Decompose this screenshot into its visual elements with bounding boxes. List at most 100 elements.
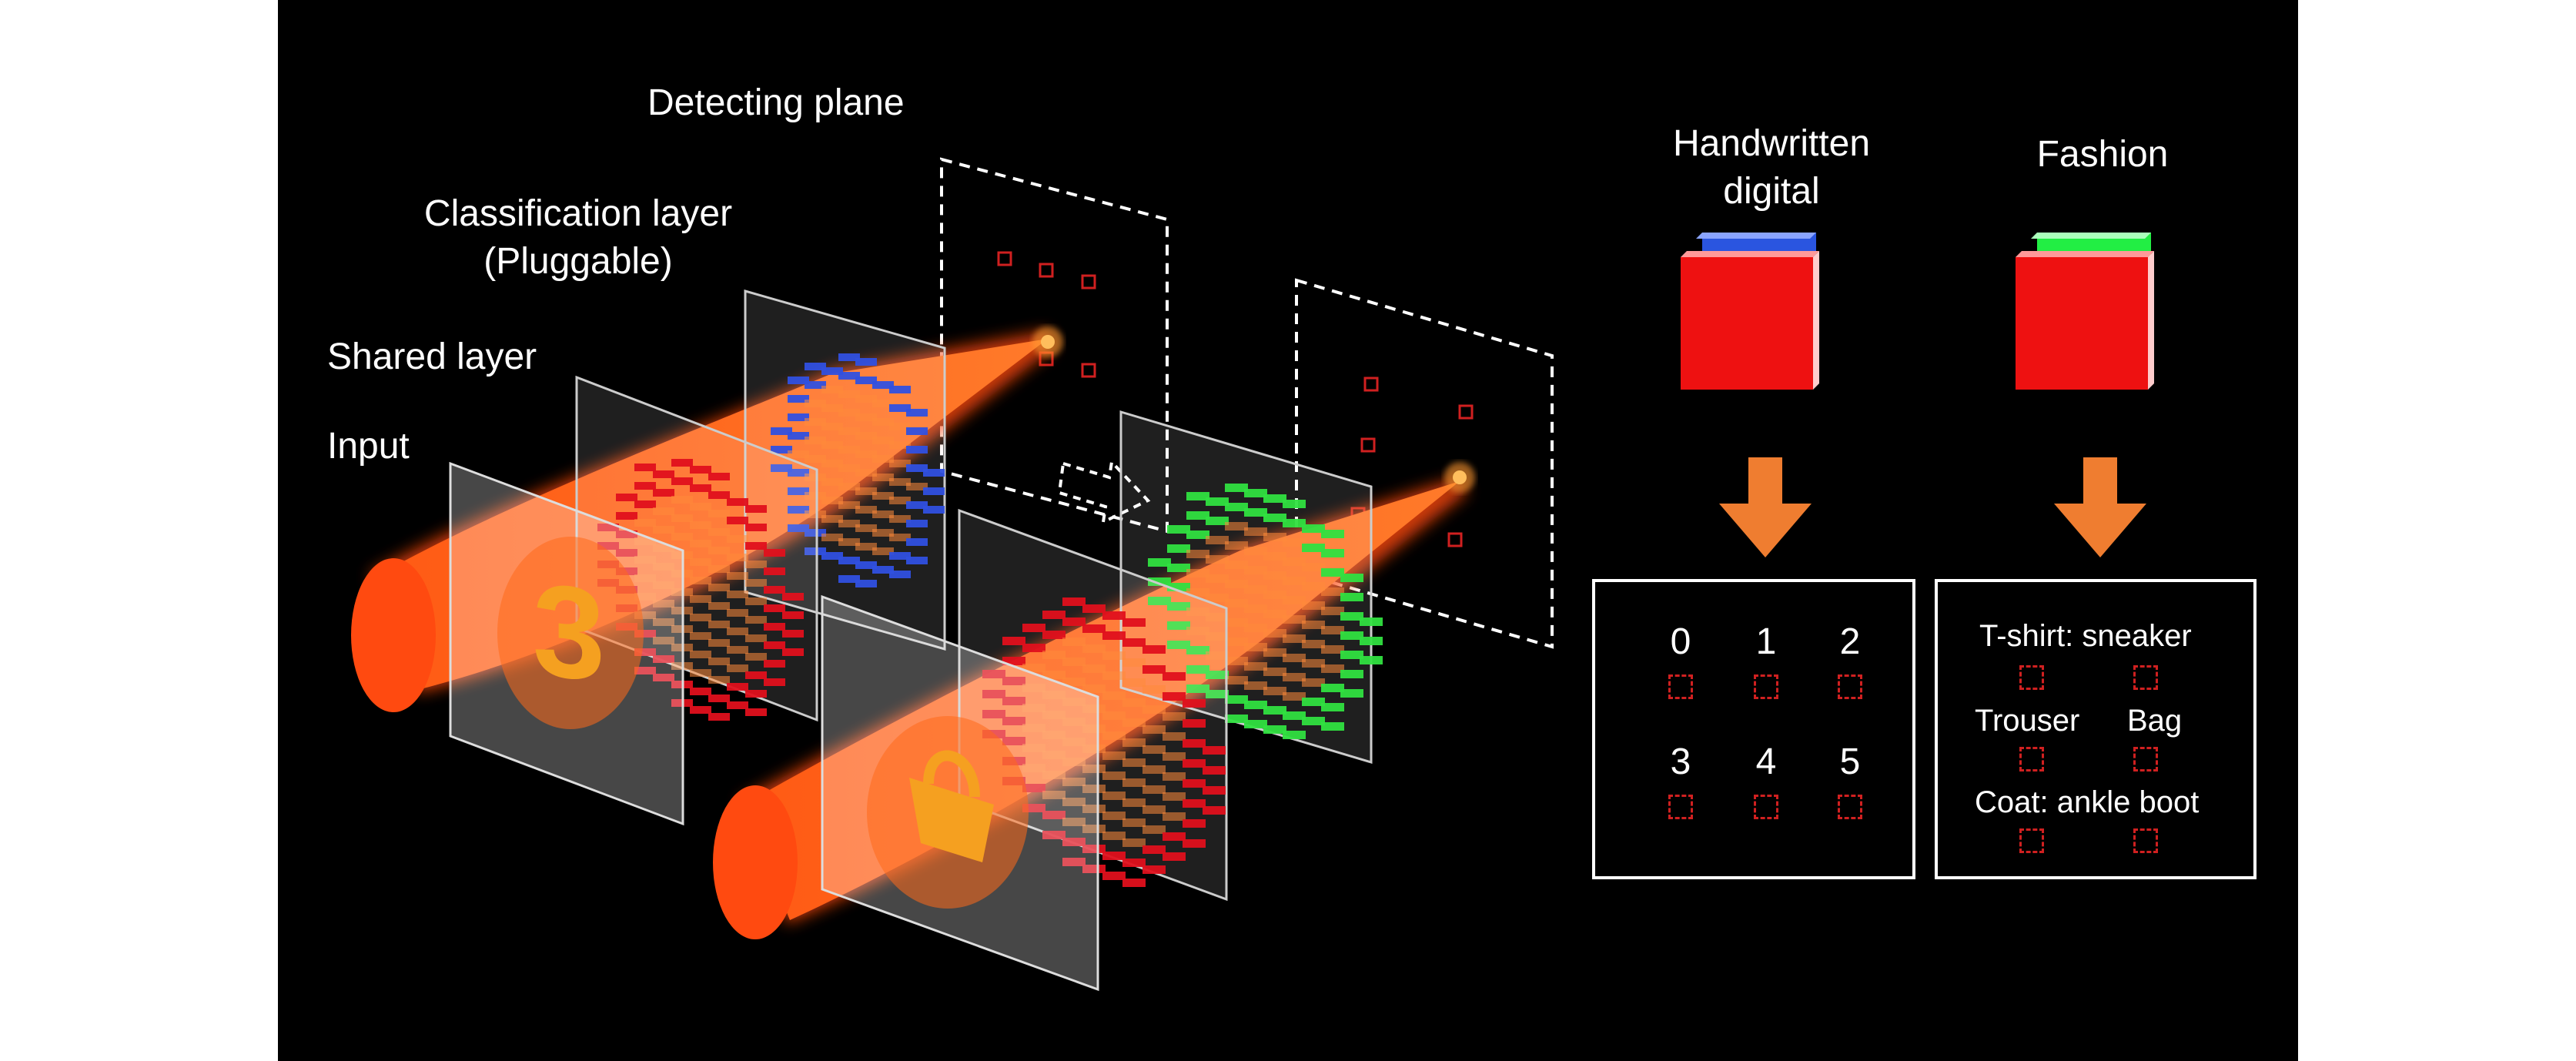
handwritten-class-4: 4 [1755,741,1777,782]
diffractive-pixel [1148,558,1171,567]
diffractive-pixel [906,520,928,527]
label-shared-layer: Shared layer [327,336,537,377]
diffractive-pixel [889,497,911,504]
diffractive-pixel [653,526,674,534]
diffractive-pixel [906,501,928,509]
bag-icon [909,750,994,862]
diffractive-pixel [1042,771,1066,779]
diffractive-pixel [1042,731,1066,739]
diffractive-pixel [671,459,693,467]
diffractive-pixel [1321,568,1344,577]
diffractive-pixel [1302,621,1325,629]
diffractive-pixel [690,669,711,677]
diffractive-pixel [634,648,656,656]
diffractive-pixel [1142,805,1166,814]
diffractive-pixel [982,710,1005,718]
diffractive-pixel [727,517,748,524]
diffractive-pixel [1206,613,1229,621]
diffractive-pixel [745,634,767,642]
detecting-plane-bottom [1295,278,1554,649]
diffractive-pixel [982,690,1005,698]
diffractive-pixel [889,552,911,560]
diffractive-pixel [745,653,767,661]
diffractive-pixel [906,446,928,454]
diffractive-pixel [1360,656,1383,664]
fashion-class-bag: Bag [2127,704,2183,738]
diffractive-pixel [727,628,748,635]
diffractive-pixel [1340,670,1363,678]
diffractive-pixel [616,512,637,520]
diffractive-pixel [1186,588,1209,597]
diffractive-pixel [1186,607,1209,616]
diffractive-pixel [838,557,860,564]
diffractive-pixel [727,554,748,561]
diffractive-pixel [1102,631,1126,640]
diffractive-pixel [634,482,656,490]
handwritten-class-1: 1 [1755,621,1777,662]
diffractive-pixel [745,542,767,550]
diffractive-pixel [1263,533,1286,541]
fashion-class-trouser: Trouser [1975,704,2080,738]
diffractive-pixel [1302,659,1325,668]
diffractive-pixel [708,510,730,517]
diffractive-pixel [708,528,730,536]
diffractive-pixel [1042,631,1066,639]
diffractive-pixel [616,530,637,538]
diffractive-pixel [690,521,711,529]
diffractive-pixel [653,470,674,478]
diffractive-pixel [1082,604,1106,613]
diffractive-pixel [1283,557,1306,566]
diffractive-pixel [1340,689,1363,698]
diffractive-pixel [745,561,767,568]
diffractive-pixel [1163,852,1186,861]
diffractive-pixel [1142,845,1166,854]
diffractive-pixel [634,574,656,582]
diffractive-pixel [1062,718,1086,726]
fashion-detector-region [2019,828,2044,853]
diffractive-pixel [1263,610,1286,618]
diffractive-pixel [708,547,730,554]
diffractive-pixel [708,565,730,573]
diffractive-pixel [872,381,894,389]
diffractive-pixel [708,621,730,628]
diffractive-pixel [1321,626,1344,634]
diffractive-pixel [1042,671,1066,679]
diffractive-pixel [1203,746,1226,755]
diffractive-pixel [855,506,877,514]
diffractive-pixel [838,575,860,583]
diffractive-pixel [1102,691,1126,700]
diffractive-pixel [1082,664,1106,673]
diffractive-pixel [1225,599,1248,607]
diffractive-pixel [1148,577,1171,586]
diffractive-pixel [805,492,826,500]
diffractive-pixel [1244,701,1267,709]
diffractive-pixel [727,572,748,580]
diffractive-pixel [634,556,656,564]
diffractive-pixel [1225,522,1248,530]
diffractive-pixel [906,464,928,472]
diffractive-pixel [1167,621,1190,630]
diffractive-pixel [838,390,860,398]
diffractive-pixel [1148,597,1171,605]
diffractive-pixel [782,611,804,619]
diffractive-pixel [1186,530,1209,539]
diffractive-pixel [821,497,843,504]
diffractive-pixel [1163,712,1186,721]
diffractive-pixel [1263,687,1286,695]
diffractive-pixel [1244,547,1267,555]
diffractive-pixel [1042,751,1066,759]
diffractive-pixel [821,515,843,523]
diffractive-pixel [1022,784,1045,792]
handwritten-class-2: 2 [1839,621,1861,662]
diffractive-pixel [653,507,674,515]
diffractive-pixel [1163,832,1186,841]
diffractive-pixel [1203,766,1226,775]
diffractive-pixel [1283,692,1306,701]
diffractive-pixel [821,386,843,393]
label-input: Input [327,426,410,467]
diffractive-pixel [1206,497,1229,506]
diffractive-pixel [1183,799,1206,808]
handwritten-class-5: 5 [1839,741,1861,782]
fashion-detector-region [2133,747,2158,771]
diffractive-pixel [1082,644,1106,653]
